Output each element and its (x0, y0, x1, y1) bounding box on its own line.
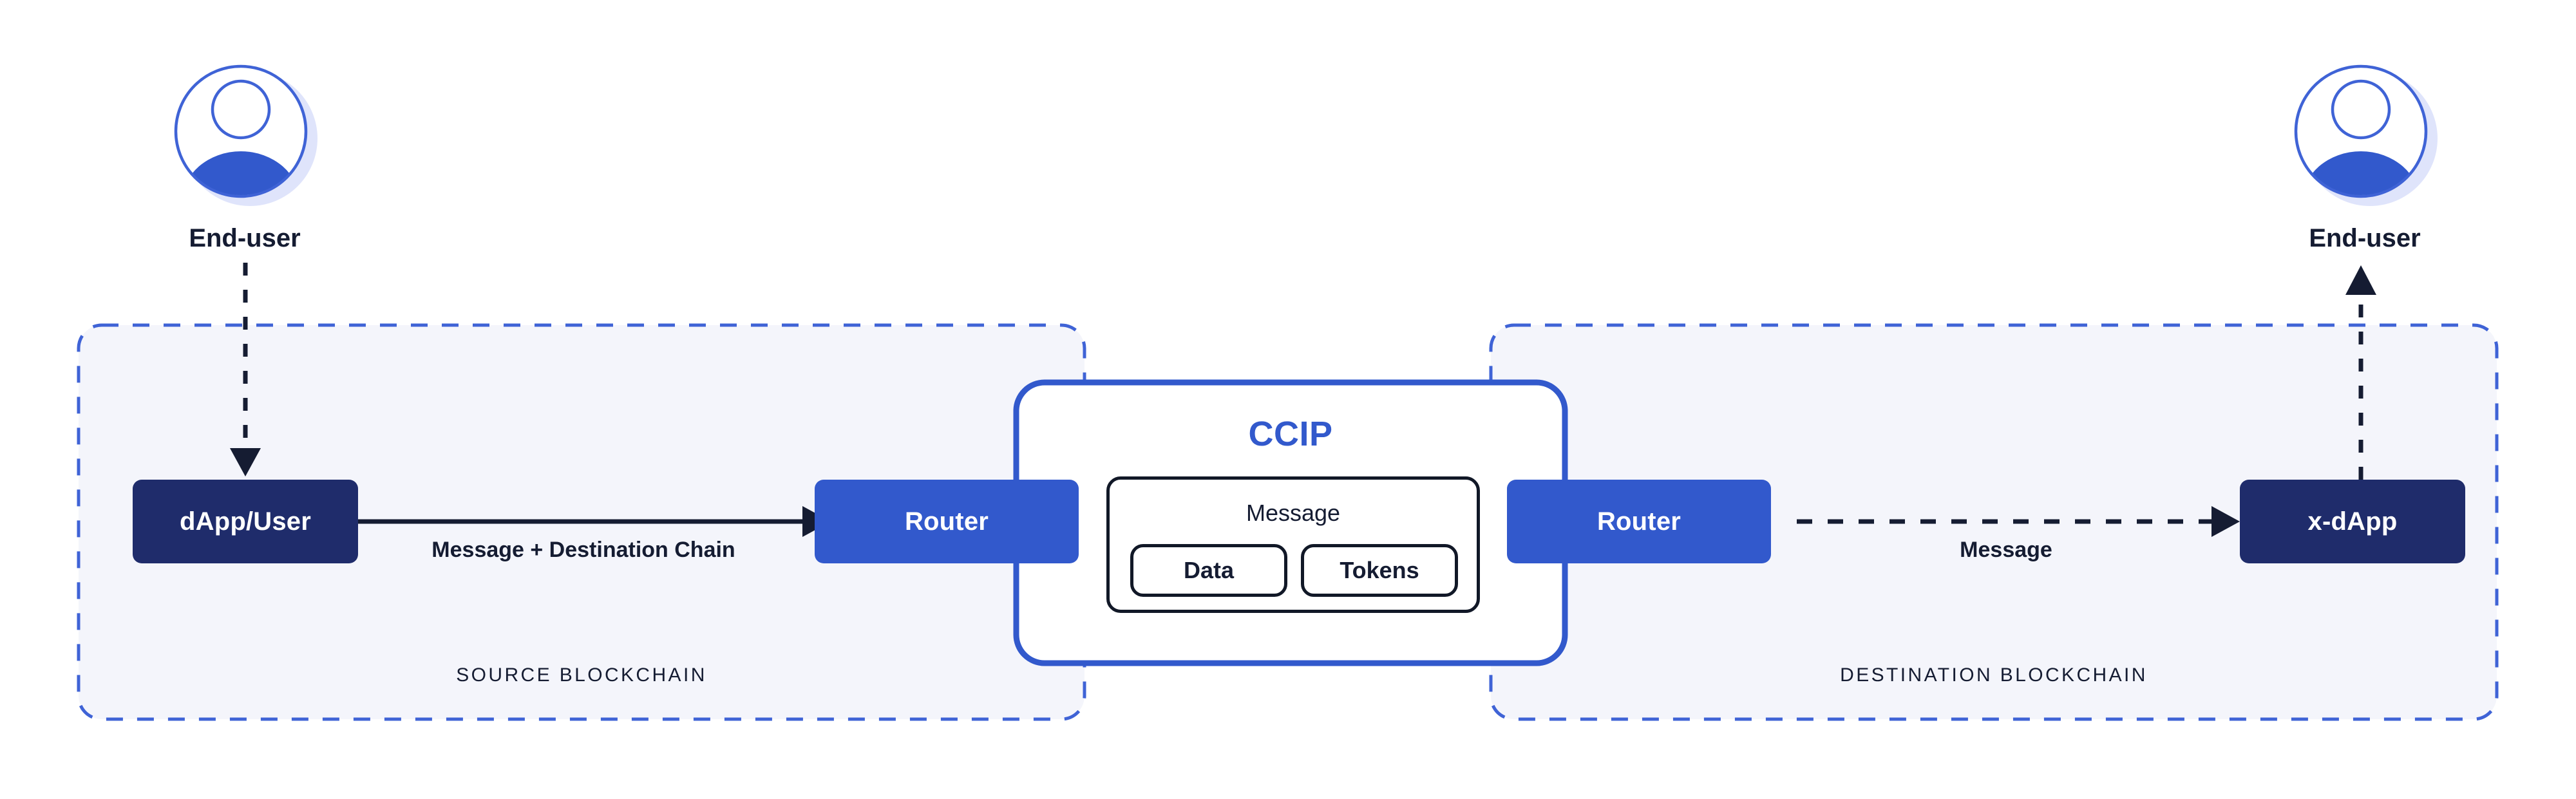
connector-router-to-xdapp (1797, 506, 2240, 537)
region-label-destination-blockchain: DESTINATION BLOCKCHAIN (1840, 664, 2148, 686)
ccip-message-title: Message (1245, 500, 1341, 527)
ccip-message-part-tokens[interactable]: Tokens (1301, 544, 1458, 597)
ccip-title: CCIP (1248, 415, 1333, 454)
end-user-label-right: End-user (2309, 224, 2421, 252)
user-avatar-icon-left (174, 64, 317, 206)
user-avatar-icon-right (2294, 64, 2438, 206)
edge-label-dapp-to-router: Message + Destination Chain (431, 538, 735, 563)
ccip-message-part-data[interactable]: Data (1130, 544, 1287, 597)
region-label-source-blockchain: SOURCE BLOCKCHAIN (456, 664, 707, 686)
node-router-source[interactable]: Router (815, 480, 1079, 563)
edge-label-router-to-xdapp: Message (1960, 538, 2052, 563)
end-user-label-left: End-user (189, 224, 301, 252)
node-dapp-user[interactable]: dApp/User (133, 480, 358, 563)
node-router-destination[interactable]: Router (1507, 480, 1771, 563)
node-x-dapp[interactable]: x-dApp (2240, 480, 2465, 563)
connector-enduser-to-dapp (230, 263, 261, 476)
connector-xdapp-to-enduser (2345, 265, 2376, 480)
